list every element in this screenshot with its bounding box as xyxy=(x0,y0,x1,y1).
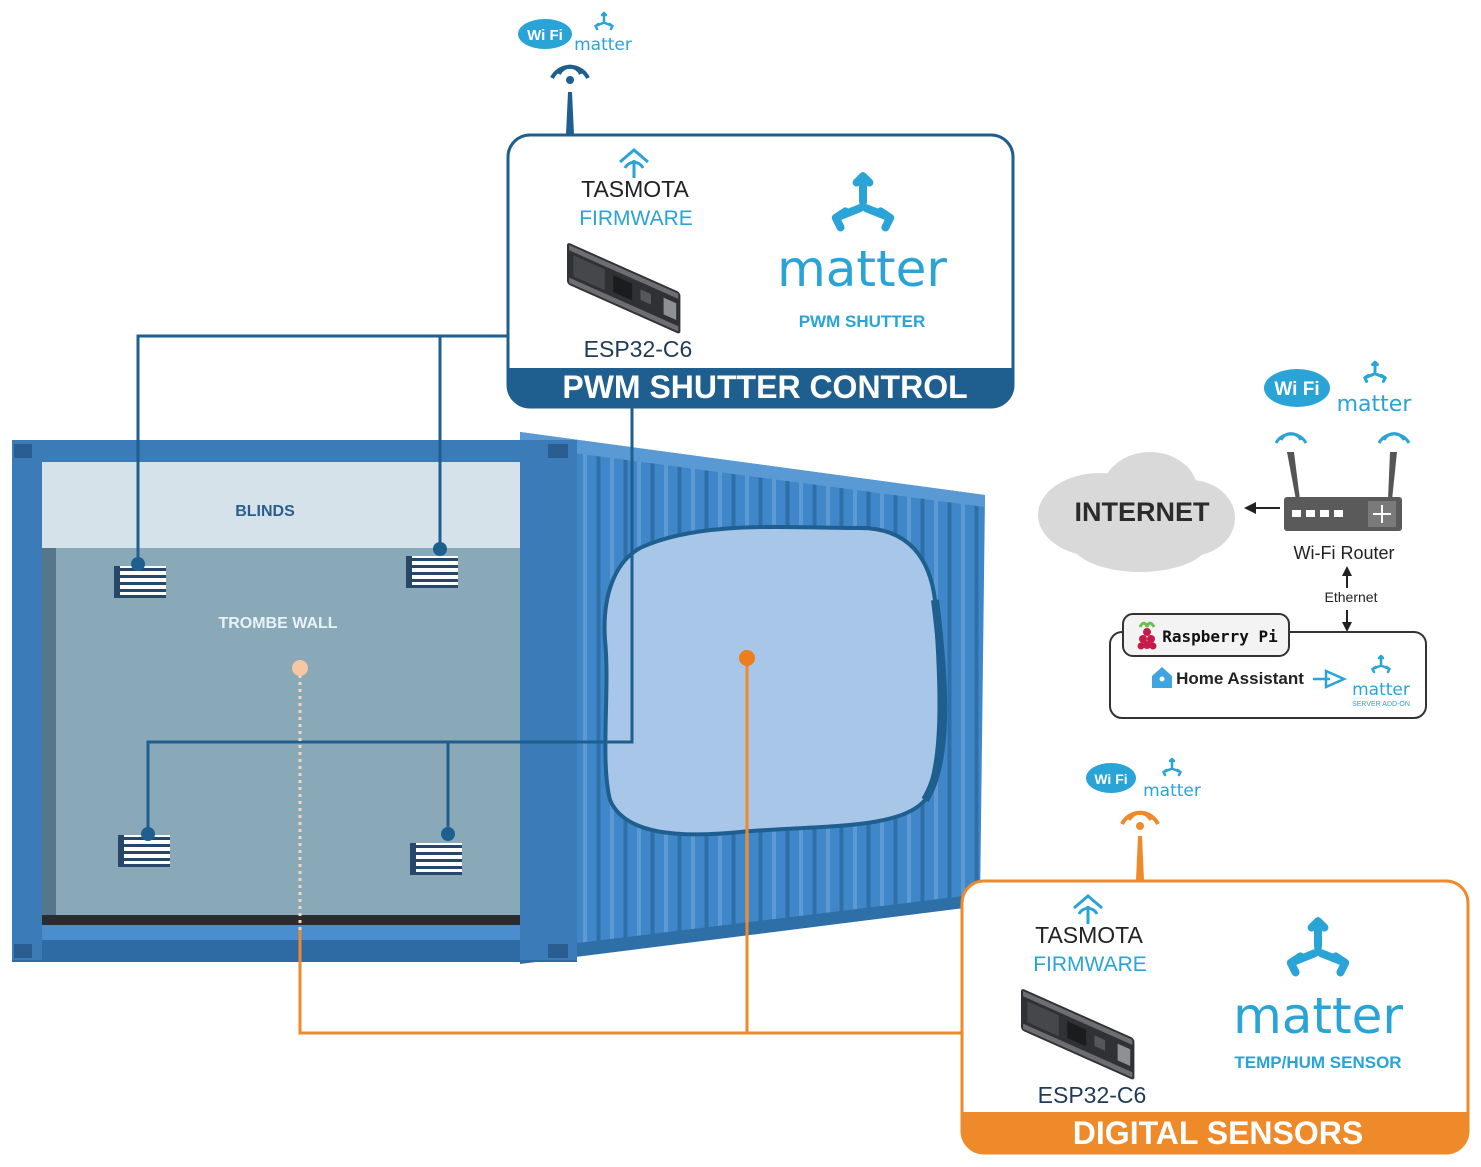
raspberry-pi-tag xyxy=(1122,613,1290,657)
svg-text:Wi Fi: Wi Fi xyxy=(527,27,563,44)
sensor-firmware-label: FIRMWARE xyxy=(1033,953,1147,976)
shutter-badge-matter: matter xyxy=(574,35,632,55)
internet-label: INTERNET xyxy=(1075,497,1211,527)
sensor-tasmota-label: TASMOTA xyxy=(1035,922,1143,948)
svg-text:Wi Fi: Wi Fi xyxy=(1094,771,1127,787)
arrow-icon xyxy=(1313,669,1348,689)
blind-shutter-icon xyxy=(114,566,166,598)
sensor-matter-word: matter xyxy=(1233,987,1403,1045)
server-addon-label: SERVER ADD-ON xyxy=(1352,701,1410,708)
cloud-icon xyxy=(1038,452,1235,572)
home-assistant-icon xyxy=(1152,667,1172,688)
matter-logo-icon xyxy=(594,11,614,31)
shutter-chip-label: ESP32-C6 xyxy=(584,336,693,362)
shutter-firmware-label: FIRMWARE xyxy=(579,207,693,230)
sensor-device-role: TEMP/HUM SENSOR xyxy=(1234,1053,1401,1072)
blind-shutter-icon xyxy=(118,835,170,867)
network-badge-matter: matter xyxy=(1337,392,1413,417)
rpi-label: Raspberry Pi xyxy=(1162,627,1278,646)
shutter-device-role: PWM SHUTTER xyxy=(799,312,926,331)
antenna-icon xyxy=(550,64,590,134)
blind-shutter-icon xyxy=(410,843,462,875)
sensor-box-title: DIGITAL SENSORS xyxy=(1073,1115,1363,1151)
matter-logo-icon xyxy=(1162,757,1182,777)
shutter-wiring xyxy=(136,334,634,834)
antenna-icon xyxy=(1120,810,1160,880)
matter-logo-icon xyxy=(1363,360,1387,383)
tasmota-icon xyxy=(1073,894,1103,924)
blinds-label: BLINDS xyxy=(235,503,295,520)
shutter-box-title: PWM SHUTTER CONTROL xyxy=(562,369,967,405)
trombe-wall-label: TROMBE WALL xyxy=(218,615,337,632)
sensor-badge-matter: matter xyxy=(1143,781,1201,801)
shutter-tasmota-label: TASMOTA xyxy=(581,176,689,202)
sensor-chip-label: ESP32-C6 xyxy=(1038,1082,1147,1108)
wifi-logo-icon: Wi Fi xyxy=(1086,763,1136,793)
shipping-container xyxy=(12,432,985,964)
router-label: Wi-Fi Router xyxy=(1293,543,1394,563)
raspberry-pi-icon xyxy=(1137,621,1157,650)
shutter-control-box: Wi Fi matter PWM SHUTTER CONTROL TASMOTA… xyxy=(506,11,1015,409)
wifi-logo-icon: Wi Fi xyxy=(1264,369,1330,407)
wifi-logo-icon: Wi Fi xyxy=(518,19,572,49)
router-icon xyxy=(1274,432,1411,531)
container-cutaway xyxy=(602,524,942,837)
arrow-icon xyxy=(1244,502,1280,514)
tasmota-icon xyxy=(619,148,649,178)
sensor-wiring xyxy=(298,658,962,1035)
server-matter-word: matter xyxy=(1352,680,1410,700)
blind-shutter-icon xyxy=(406,556,458,588)
shutter-matter-word: matter xyxy=(777,240,947,298)
digital-sensors-box: Wi Fi matter DIGITAL SENSORS TASMOTA FIR… xyxy=(960,757,1470,1155)
svg-text:Wi Fi: Wi Fi xyxy=(1274,379,1319,400)
ethernet-label: Ethernet xyxy=(1325,589,1378,605)
ha-label: Home Assistant xyxy=(1176,669,1304,688)
network-section: Wi Fi matter INTERNET xyxy=(1038,360,1427,719)
